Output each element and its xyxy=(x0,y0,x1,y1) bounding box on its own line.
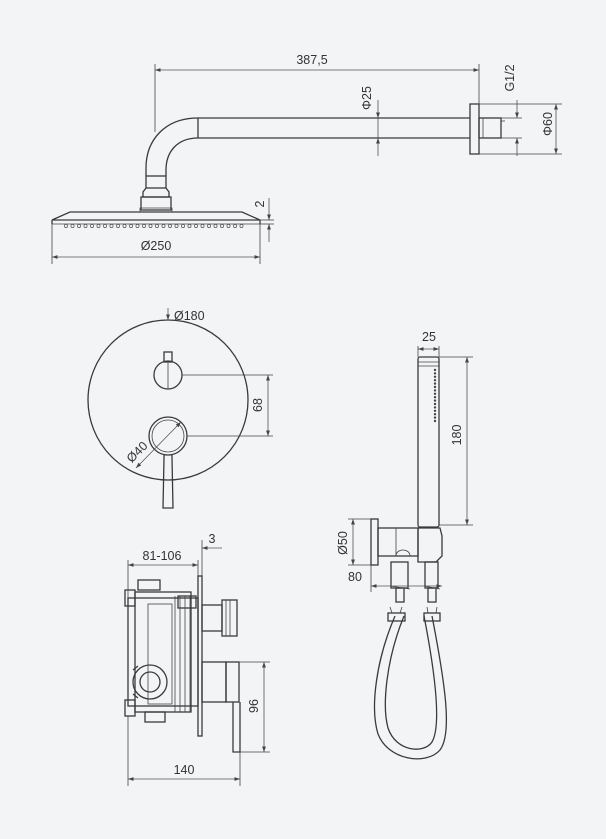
mixer-front-view: Ø180 68 Ø40 xyxy=(87,308,273,509)
spray-hole xyxy=(433,406,437,409)
hand-shower-diameter-label: 25 xyxy=(422,330,436,344)
hand-shower xyxy=(417,356,440,528)
lever-side xyxy=(201,661,241,753)
nozzle xyxy=(213,224,218,228)
spray-hole xyxy=(433,419,437,423)
thread-dimension: G1/2 xyxy=(501,64,522,156)
spray-hole xyxy=(433,413,437,416)
cover-plate-side xyxy=(197,575,203,737)
spray-hole xyxy=(433,402,437,406)
hand-shower-length-dimension: 180 xyxy=(439,356,473,526)
arm-length-label: 387,5 xyxy=(296,53,327,67)
knob-spacing-label: 68 xyxy=(251,398,265,412)
nozzle xyxy=(77,224,81,228)
spray-hole xyxy=(433,375,437,378)
wall-outlet-depth-label: 80 xyxy=(348,570,362,584)
spray-hole xyxy=(433,416,437,419)
plate-diameter-dimension: Ø180 xyxy=(166,308,205,323)
nozzle xyxy=(226,224,231,228)
hand-shower-length-label: 180 xyxy=(450,425,464,446)
body-width-label: 140 xyxy=(174,763,195,777)
nozzle xyxy=(174,224,179,228)
spray-hole xyxy=(433,379,437,382)
spray-hole xyxy=(433,368,437,372)
wall-outlet-depth-dimension: 80 xyxy=(348,565,442,592)
nozzle xyxy=(109,224,114,228)
nozzle xyxy=(155,224,159,228)
thread-label: G1/2 xyxy=(503,64,517,91)
nozzle xyxy=(135,224,140,228)
spray-hole xyxy=(433,399,437,402)
nozzle xyxy=(168,224,172,228)
nozzle xyxy=(181,224,185,228)
nozzle xyxy=(233,224,237,228)
head-thickness-dimension: 2 xyxy=(253,198,274,242)
diverter-knob xyxy=(153,351,183,390)
nozzle xyxy=(122,224,127,228)
flange-diameter-dimension: Φ60 xyxy=(479,103,562,155)
nozzle xyxy=(142,224,146,228)
nozzle xyxy=(239,224,244,228)
nozzle xyxy=(220,224,224,228)
body-depth-label: 81-106 xyxy=(143,549,182,563)
nozzle xyxy=(129,224,133,228)
head-diameter-label: Ø250 xyxy=(141,239,172,253)
hand-shower-view: 25 180 Ø50 80 xyxy=(336,330,473,760)
mixer-side-view: 81-106 3 96 140 xyxy=(124,532,270,786)
nozzle xyxy=(83,224,88,228)
shower-hose xyxy=(373,606,448,760)
spray-hole xyxy=(433,389,437,392)
diverter-spindle xyxy=(201,599,238,637)
knob-spacing-dimension: 68 xyxy=(182,374,273,437)
nozzle xyxy=(194,224,198,228)
plate-thickness-label: 3 xyxy=(209,532,216,546)
nozzle xyxy=(64,224,68,228)
wall-outlet-diameter-dimension: Ø50 xyxy=(336,518,371,566)
arm-diameter-label: Φ25 xyxy=(360,86,374,110)
nozzle xyxy=(96,224,101,228)
concealed-body xyxy=(124,579,199,723)
nozzle xyxy=(116,224,120,228)
body-height-label: 96 xyxy=(247,699,261,713)
spray-hole xyxy=(433,392,437,395)
nozzle xyxy=(70,224,75,228)
spray-hole xyxy=(433,396,437,399)
shower-head-view: 387,5 Φ25 G1/2 Φ60 2 xyxy=(51,53,562,264)
mixer-lever xyxy=(148,416,188,509)
nozzle xyxy=(187,224,192,228)
arm-diameter-dimension: Φ25 xyxy=(360,86,380,156)
head-thickness-label: 2 xyxy=(253,200,267,207)
arm-length-dimension: 387,5 xyxy=(154,53,480,132)
nozzle xyxy=(148,224,153,228)
wall-flange xyxy=(469,103,505,155)
cover-plate xyxy=(87,319,249,481)
shower-head xyxy=(51,207,261,228)
spray-hole xyxy=(433,409,437,412)
hose-connectors xyxy=(389,561,441,603)
body-depth-dimension: 81-106 xyxy=(127,549,199,598)
wall-outlet xyxy=(370,518,443,566)
spray-hole xyxy=(433,385,437,389)
spray-hole xyxy=(433,372,437,375)
spray-hole xyxy=(433,382,437,385)
body-height-dimension: 96 xyxy=(239,661,270,753)
flange-diameter-label: Φ60 xyxy=(541,112,555,136)
hand-shower-diameter-dimension: 25 xyxy=(417,330,440,357)
shower-arm xyxy=(140,117,470,211)
nozzle xyxy=(90,224,94,228)
nozzle xyxy=(103,224,107,228)
body-width-dimension: 140 xyxy=(127,716,241,786)
nozzle xyxy=(200,224,205,228)
nozzle xyxy=(207,224,211,228)
plate-diameter-label: Ø180 xyxy=(174,309,205,323)
nozzle xyxy=(161,224,166,228)
head-diameter-dimension: Ø250 xyxy=(51,224,261,264)
wall-outlet-diameter-label: Ø50 xyxy=(336,531,350,555)
lever-diameter-label: Ø40 xyxy=(124,439,151,466)
plate-thickness-dimension: 3 xyxy=(201,532,222,576)
